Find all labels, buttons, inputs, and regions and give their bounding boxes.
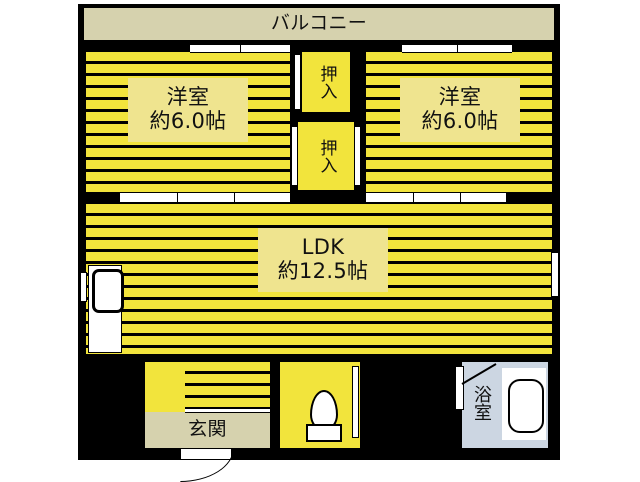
ldk-name: LDK [301, 235, 345, 260]
bathroom-label-text: 浴室 [471, 384, 492, 422]
sliding-door-left-room[interactable] [120, 192, 290, 203]
closet-upper-label: 押入 [302, 54, 350, 110]
toilet-tank-icon [306, 424, 342, 442]
closet-lower-label: 押入 [300, 126, 352, 186]
western-room-right-name: 洋室 [438, 85, 482, 110]
sliding-door-mullion [460, 192, 461, 203]
ldk-floor [86, 204, 552, 354]
toilet-bowl-icon [310, 390, 338, 430]
closet-door-lower-right[interactable] [354, 126, 361, 186]
genkan-hall-door[interactable] [185, 408, 270, 413]
bathtub-icon [508, 379, 544, 433]
closet-lower-label-text: 押入 [316, 138, 337, 174]
closet-upper-label-text: 押入 [316, 64, 337, 100]
kitchen-window[interactable] [80, 272, 87, 302]
sliding-door-mullion [177, 192, 178, 203]
balcony-window-right[interactable] [402, 44, 512, 53]
kitchen-sink [92, 269, 124, 313]
toilet-door[interactable] [352, 366, 359, 438]
western-room-left-name: 洋室 [166, 85, 210, 110]
window-mullion [457, 44, 458, 53]
closet-door-lower[interactable] [291, 126, 298, 186]
hallway-floor-striped [185, 362, 270, 412]
balcony-label: バルコニー [84, 8, 554, 40]
ldk-window-right[interactable] [551, 252, 559, 297]
western-room-left-size: 約6.0帖 [149, 109, 227, 133]
western-room-right-floor [366, 52, 552, 192]
balcony-window-left[interactable] [190, 44, 290, 53]
sliding-door-right-room[interactable] [366, 192, 506, 203]
ldk-size: 約12.5帖 [277, 259, 369, 283]
closet-door-upper[interactable] [294, 54, 301, 110]
entrance-label: 玄関 [145, 412, 270, 448]
western-room-right-label: 洋室 約6.0帖 [400, 78, 520, 142]
western-room-left-label: 洋室 約6.0帖 [128, 78, 248, 142]
ldk-label: LDK 約12.5帖 [258, 228, 388, 292]
entrance-label-text: 玄関 [188, 418, 227, 441]
sliding-door-mullion [413, 192, 414, 203]
bath-door[interactable] [455, 366, 464, 410]
balcony-label-text: バルコニー [270, 12, 368, 35]
bath-door-swing-line [461, 363, 497, 385]
entrance-door-swing-arc [180, 448, 234, 482]
hallway-floor [145, 362, 185, 412]
sliding-door-mullion [234, 192, 235, 203]
western-room-right-size: 約6.0帖 [421, 109, 499, 133]
balcony-floor [84, 8, 554, 40]
window-mullion [240, 44, 241, 53]
